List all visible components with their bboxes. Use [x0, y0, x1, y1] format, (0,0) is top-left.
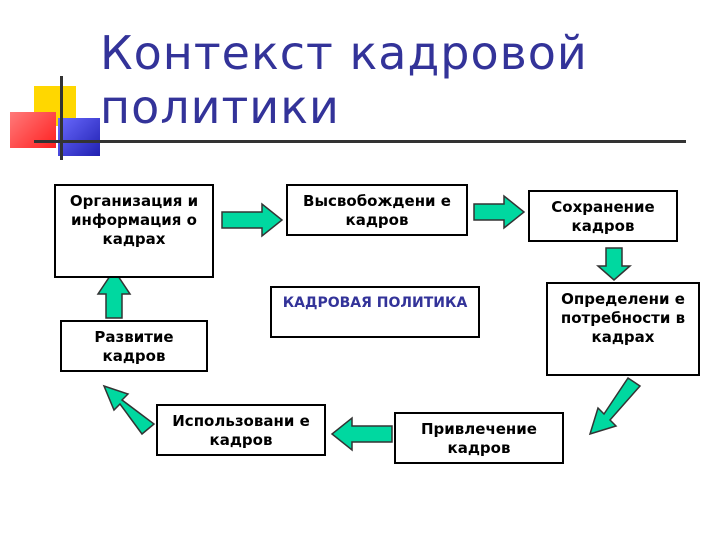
page-title: Контекст кадровой политики [100, 26, 588, 134]
node-needs: Определени е потребности в кадрах [546, 282, 700, 376]
arrow-down-1 [596, 247, 632, 281]
node-organization: Организация и информация о кадрах [54, 184, 214, 278]
arrow-curve-usage-development [102, 384, 156, 436]
arrow-curve-needs-attraction [588, 376, 642, 436]
arrow-left-1 [330, 416, 393, 452]
arrow-right-2 [473, 194, 526, 230]
node-attraction: Привлечение кадров [394, 412, 564, 464]
arrow-up-1 [96, 268, 132, 319]
node-release: Высвобождени е кадров [286, 184, 468, 236]
node-retention: Сохранение кадров [528, 190, 678, 242]
center-label: КАДРОВАЯ ПОЛИТИКА [270, 286, 480, 338]
node-usage: Использовани е кадров [156, 404, 326, 456]
title-divider [34, 140, 686, 143]
arrow-right-1 [221, 202, 284, 238]
decor-blue-square [58, 118, 100, 156]
decor-vertical-line [60, 76, 63, 160]
node-development: Развитие кадров [60, 320, 208, 372]
